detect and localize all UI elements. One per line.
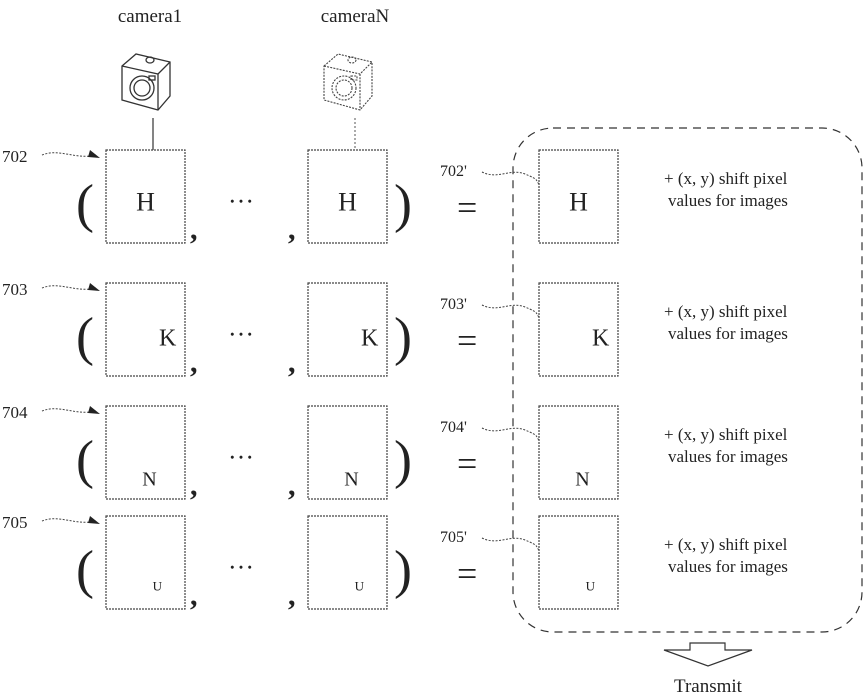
camera-n-image-letter: N bbox=[344, 469, 358, 491]
camera-1-image-letter: U bbox=[153, 578, 163, 593]
comma: , bbox=[288, 213, 296, 246]
camera-n-image-box bbox=[307, 515, 388, 610]
comma: , bbox=[190, 579, 198, 612]
ref-prime-label: 704' bbox=[440, 419, 467, 436]
equation-row-703: 703 ( K K K, …,) = 703' + (x, y) shift pixel valu… bbox=[2, 280, 788, 379]
open-paren: ( bbox=[76, 307, 94, 367]
comma: , bbox=[190, 213, 198, 246]
equals-sign: = bbox=[457, 554, 477, 594]
camera-1-image-box bbox=[105, 405, 186, 500]
shift-note-line2: values for images bbox=[668, 447, 788, 466]
equals-sign: = bbox=[457, 188, 477, 228]
ellipsis: … bbox=[228, 313, 254, 342]
transmit-group-container bbox=[512, 127, 863, 633]
ref-leader-line bbox=[41, 152, 97, 157]
equals-sign: = bbox=[457, 321, 477, 361]
ref-leader-line bbox=[41, 408, 97, 413]
close-paren: ) bbox=[394, 540, 412, 600]
ref-label: 705 bbox=[2, 513, 28, 532]
ref-leader-line bbox=[41, 518, 97, 523]
shift-note-line2: values for images bbox=[668, 191, 788, 210]
camera-1-image-box bbox=[105, 282, 186, 377]
ref-leader-line bbox=[41, 285, 97, 290]
transmitted-image-letter: K bbox=[592, 325, 610, 351]
equation-row-705: 705 ( U U U, …,) = 705' + (x, y) shift pixel valu… bbox=[2, 513, 788, 612]
shift-note-line1: + (x, y) shift pixel bbox=[664, 425, 788, 444]
ref-prime-leader-line bbox=[481, 171, 540, 185]
ref-label: 703 bbox=[2, 280, 28, 299]
transmitted-image-letter: U bbox=[586, 578, 596, 593]
camera-1-image-letter: N bbox=[142, 469, 156, 491]
transmitted-image-letter: H bbox=[569, 187, 588, 216]
transmitted-image-letter: N bbox=[575, 469, 589, 491]
camera-n-image-letter: K bbox=[361, 325, 379, 351]
shift-note-line1: + (x, y) shift pixel bbox=[664, 535, 788, 554]
close-paren: ) bbox=[394, 430, 412, 490]
comma: , bbox=[288, 346, 296, 379]
ref-prime-label: 705' bbox=[440, 529, 467, 546]
camera-1-label: camera1 bbox=[118, 6, 182, 27]
ref-prime-label: 703' bbox=[440, 296, 467, 313]
ref-prime-leader-line bbox=[481, 304, 540, 318]
camera-n-image-box bbox=[307, 282, 388, 377]
ellipsis: … bbox=[228, 436, 254, 465]
transmit-arrow-icon bbox=[663, 642, 753, 667]
transmit-label: Transmit bbox=[674, 676, 743, 697]
equation-row-702: 702 ( H H H, …,) = 702' + (x, y) shift pixel valu… bbox=[2, 147, 788, 246]
transmitted-image-box bbox=[538, 405, 619, 500]
camera-1-image-letter: K bbox=[159, 325, 177, 351]
shift-note-line1: + (x, y) shift pixel bbox=[664, 169, 788, 188]
close-paren: ) bbox=[394, 307, 412, 367]
open-paren: ( bbox=[76, 540, 94, 600]
camera-n-image-box bbox=[307, 149, 388, 244]
camera-n-icon bbox=[323, 53, 373, 111]
comma: , bbox=[288, 469, 296, 502]
camera-1-image-letter: H bbox=[136, 187, 155, 216]
transmitted-image-box bbox=[538, 515, 619, 610]
ref-arrowhead-icon bbox=[88, 406, 100, 414]
transmitted-image-box bbox=[538, 282, 619, 377]
camera-1-icon bbox=[121, 53, 171, 111]
ref-prime-leader-line bbox=[481, 537, 540, 551]
ref-arrowhead-icon bbox=[88, 516, 100, 524]
comma: , bbox=[190, 469, 198, 502]
ref-prime-label: 702' bbox=[440, 163, 467, 180]
close-paren: ) bbox=[394, 174, 412, 234]
ref-label: 702 bbox=[2, 147, 28, 166]
ref-arrowhead-icon bbox=[88, 150, 100, 158]
open-paren: ( bbox=[76, 174, 94, 234]
ref-label: 704 bbox=[2, 403, 28, 422]
comma: , bbox=[190, 346, 198, 379]
camera-n-image-letter: H bbox=[338, 187, 357, 216]
comma: , bbox=[288, 579, 296, 612]
camera-1-image-box bbox=[105, 149, 186, 244]
ref-prime-leader-line bbox=[481, 427, 540, 441]
camera-n-label: cameraN bbox=[321, 6, 390, 27]
camera-n-image-letter: U bbox=[355, 578, 365, 593]
shift-note-line2: values for images bbox=[668, 557, 788, 576]
equals-sign: = bbox=[457, 444, 477, 484]
ellipsis: … bbox=[228, 546, 254, 575]
camera-1-image-box bbox=[105, 515, 186, 610]
ref-arrowhead-icon bbox=[88, 283, 100, 291]
camera-n-image-box bbox=[307, 405, 388, 500]
transmitted-image-box bbox=[538, 149, 619, 244]
shift-note-line1: + (x, y) shift pixel bbox=[664, 302, 788, 321]
equation-row-704: 704 ( N N N, …,) = 704' + (x, y) shift pixel valu… bbox=[2, 403, 788, 502]
shift-note-line2: values for images bbox=[668, 324, 788, 343]
ellipsis: … bbox=[228, 180, 254, 209]
open-paren: ( bbox=[76, 430, 94, 490]
